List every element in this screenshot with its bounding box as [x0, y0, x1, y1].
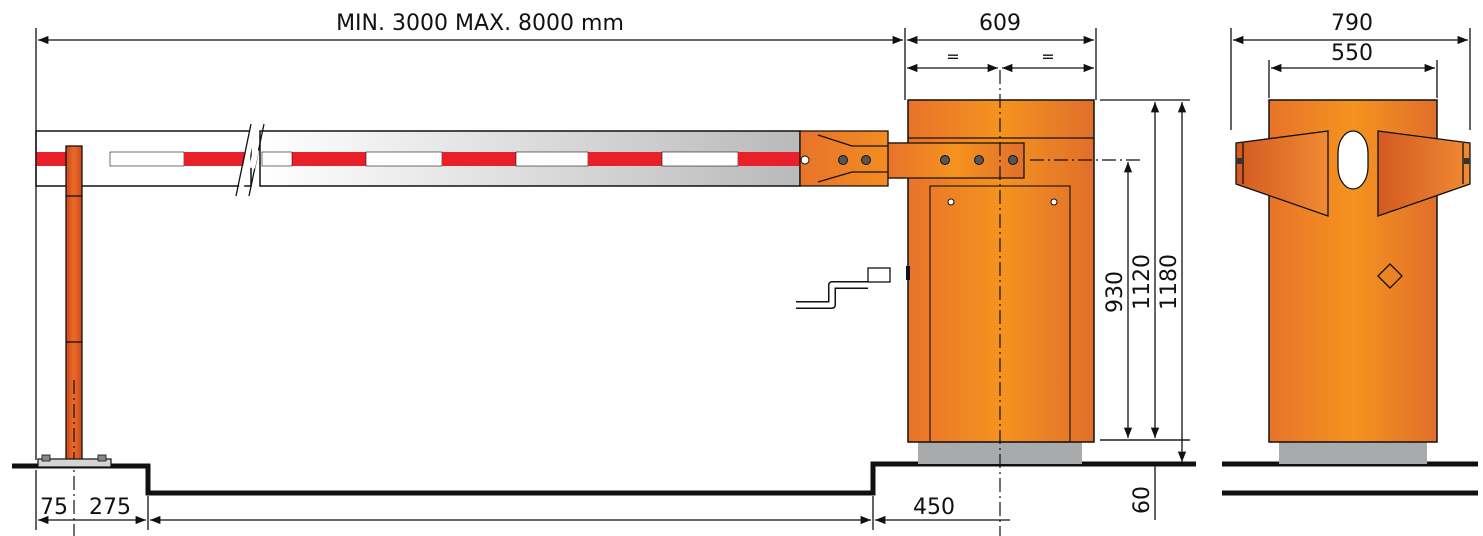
- arm-height-label: 930: [1103, 271, 1128, 313]
- post-width-label: 75: [40, 495, 68, 520]
- side-view-cabinet: [1235, 99, 1471, 464]
- side-arm-wings: [1235, 130, 1471, 217]
- post-offset-label: 275: [89, 495, 131, 520]
- barrier-cabinet: [887, 70, 1140, 536]
- dimension-lines: [35, 28, 1471, 530]
- span-label: MIN. 3000 MAX. 8000 mm: [336, 11, 624, 36]
- cabinet-offset-label: 450: [913, 495, 955, 520]
- diamond-icon: [1377, 263, 1403, 289]
- half-left-label: =: [946, 47, 959, 66]
- side-inner-width-label: 550: [1331, 41, 1373, 66]
- boom-break-marks: [235, 123, 265, 197]
- boom-stripes: [36, 151, 800, 167]
- ground-profile: [12, 461, 1478, 496]
- half-right-label: =: [1041, 47, 1054, 66]
- dimension-labels: MIN. 3000 MAX. 8000 mm 609 = = 790 550 9…: [40, 11, 1373, 520]
- crank-handle-icon: [796, 267, 891, 309]
- foundation-label: 60: [1130, 486, 1155, 514]
- arm-pivot-height-label: 1120: [1130, 254, 1155, 310]
- total-height-label: 1180: [1157, 254, 1182, 310]
- side-width-label: 790: [1331, 11, 1373, 36]
- support-post: [37, 145, 112, 536]
- boom-arm: [35, 123, 801, 197]
- cabinet-depth-label: 609: [979, 11, 1021, 36]
